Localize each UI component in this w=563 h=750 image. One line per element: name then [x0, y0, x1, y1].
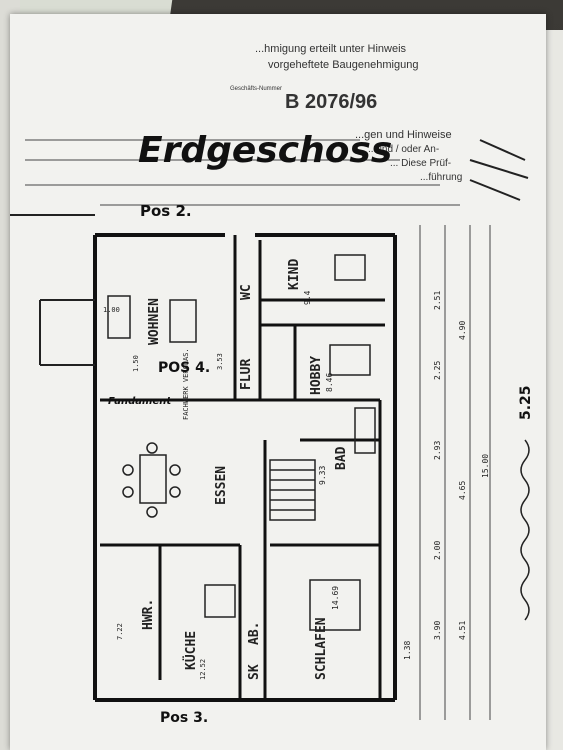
room-label-kueche: KÜCHE — [183, 631, 199, 670]
room-label-ab: AB. — [247, 622, 262, 645]
stamp-line-6: ...führung — [420, 172, 462, 183]
room-area-kind: 9.4 — [303, 290, 312, 305]
annotation-dim-2: 1.50 — [132, 355, 140, 372]
room-label-wohnen: WOHNEN — [147, 298, 162, 345]
side-dim-10: 1.38 — [403, 641, 412, 660]
room-label-kind: KIND — [287, 259, 302, 290]
side-dim-6: 15.00 — [481, 454, 490, 478]
annotation-dim-flur: 3.53 — [216, 353, 224, 370]
annotation-dim-1: 1.00 — [103, 306, 120, 314]
annotation-dim-hwr: 7.22 — [116, 623, 124, 640]
room-label-wc: WC — [239, 284, 254, 300]
position-label-bottom: Pos 3. — [160, 710, 208, 726]
room-label-essen: ESSEN — [214, 466, 229, 505]
side-dim-3: 2.25 — [433, 361, 442, 380]
position-label-top: Pos 2. — [140, 202, 192, 220]
room-label-sk: SK — [247, 664, 262, 680]
side-dim-7: 2.00 — [433, 541, 442, 560]
side-dim-9: 4.51 — [458, 621, 467, 640]
annotation-dim-kueche: 12.52 — [199, 659, 207, 680]
position-label-middle: POS 4. — [158, 360, 210, 376]
right-dimension-lines — [419, 225, 491, 720]
margin-note: 5.25 — [518, 385, 534, 420]
stamp-ref-number: B 2076/96 — [285, 91, 377, 113]
interior-walls — [100, 235, 385, 700]
side-dim-5: 4.65 — [458, 481, 467, 500]
stamp-line-4: ...und / oder An- — [368, 144, 439, 155]
terrace-outline — [10, 214, 95, 366]
annotation-fachwerk: FACHWERK VERGLAS. — [182, 348, 190, 420]
top-dimension-lines — [25, 139, 460, 206]
approval-stamp: ...hmigung erteilt unter Hinweis vorgehe… — [230, 43, 529, 201]
room-area-schlafen: 14.69 — [331, 586, 340, 610]
floor-plan-sheet — [10, 14, 546, 750]
side-dim-1: 2.51 — [433, 291, 442, 310]
side-dim-8: 3.90 — [433, 621, 442, 640]
margin-scribble — [520, 439, 530, 621]
room-area-bad: 9.33 — [318, 466, 327, 485]
floor-title: Erdgeschoss — [138, 130, 392, 171]
stamp-line-5: ... Diese Prüf- — [390, 158, 451, 169]
side-dim-2: 4.90 — [458, 321, 467, 340]
furniture — [107, 254, 376, 631]
room-label-hwr: HWR. — [141, 599, 156, 630]
outer-walls — [93, 233, 397, 702]
room-label-schlafen: SCHLAFEN — [314, 617, 329, 680]
stamp-ref-prefix: Geschäfts-Nummer — [230, 86, 282, 92]
stamp-line-1: ...hmigung erteilt unter Hinweis — [255, 43, 407, 55]
room-label-hobby: HOBBY — [309, 356, 324, 395]
room-label-flur: FLUR — [239, 359, 254, 390]
stamp-line-3: ...gen und Hinweise — [355, 129, 452, 141]
room-label-bad: BAD — [334, 446, 349, 470]
stamp-line-2: vorgeheftete Baugenehmigung — [268, 59, 418, 71]
side-dim-4: 2.93 — [433, 441, 442, 460]
annotation-fundament: Fundament — [108, 396, 172, 407]
room-area-hobby: 8.46 — [325, 373, 334, 392]
